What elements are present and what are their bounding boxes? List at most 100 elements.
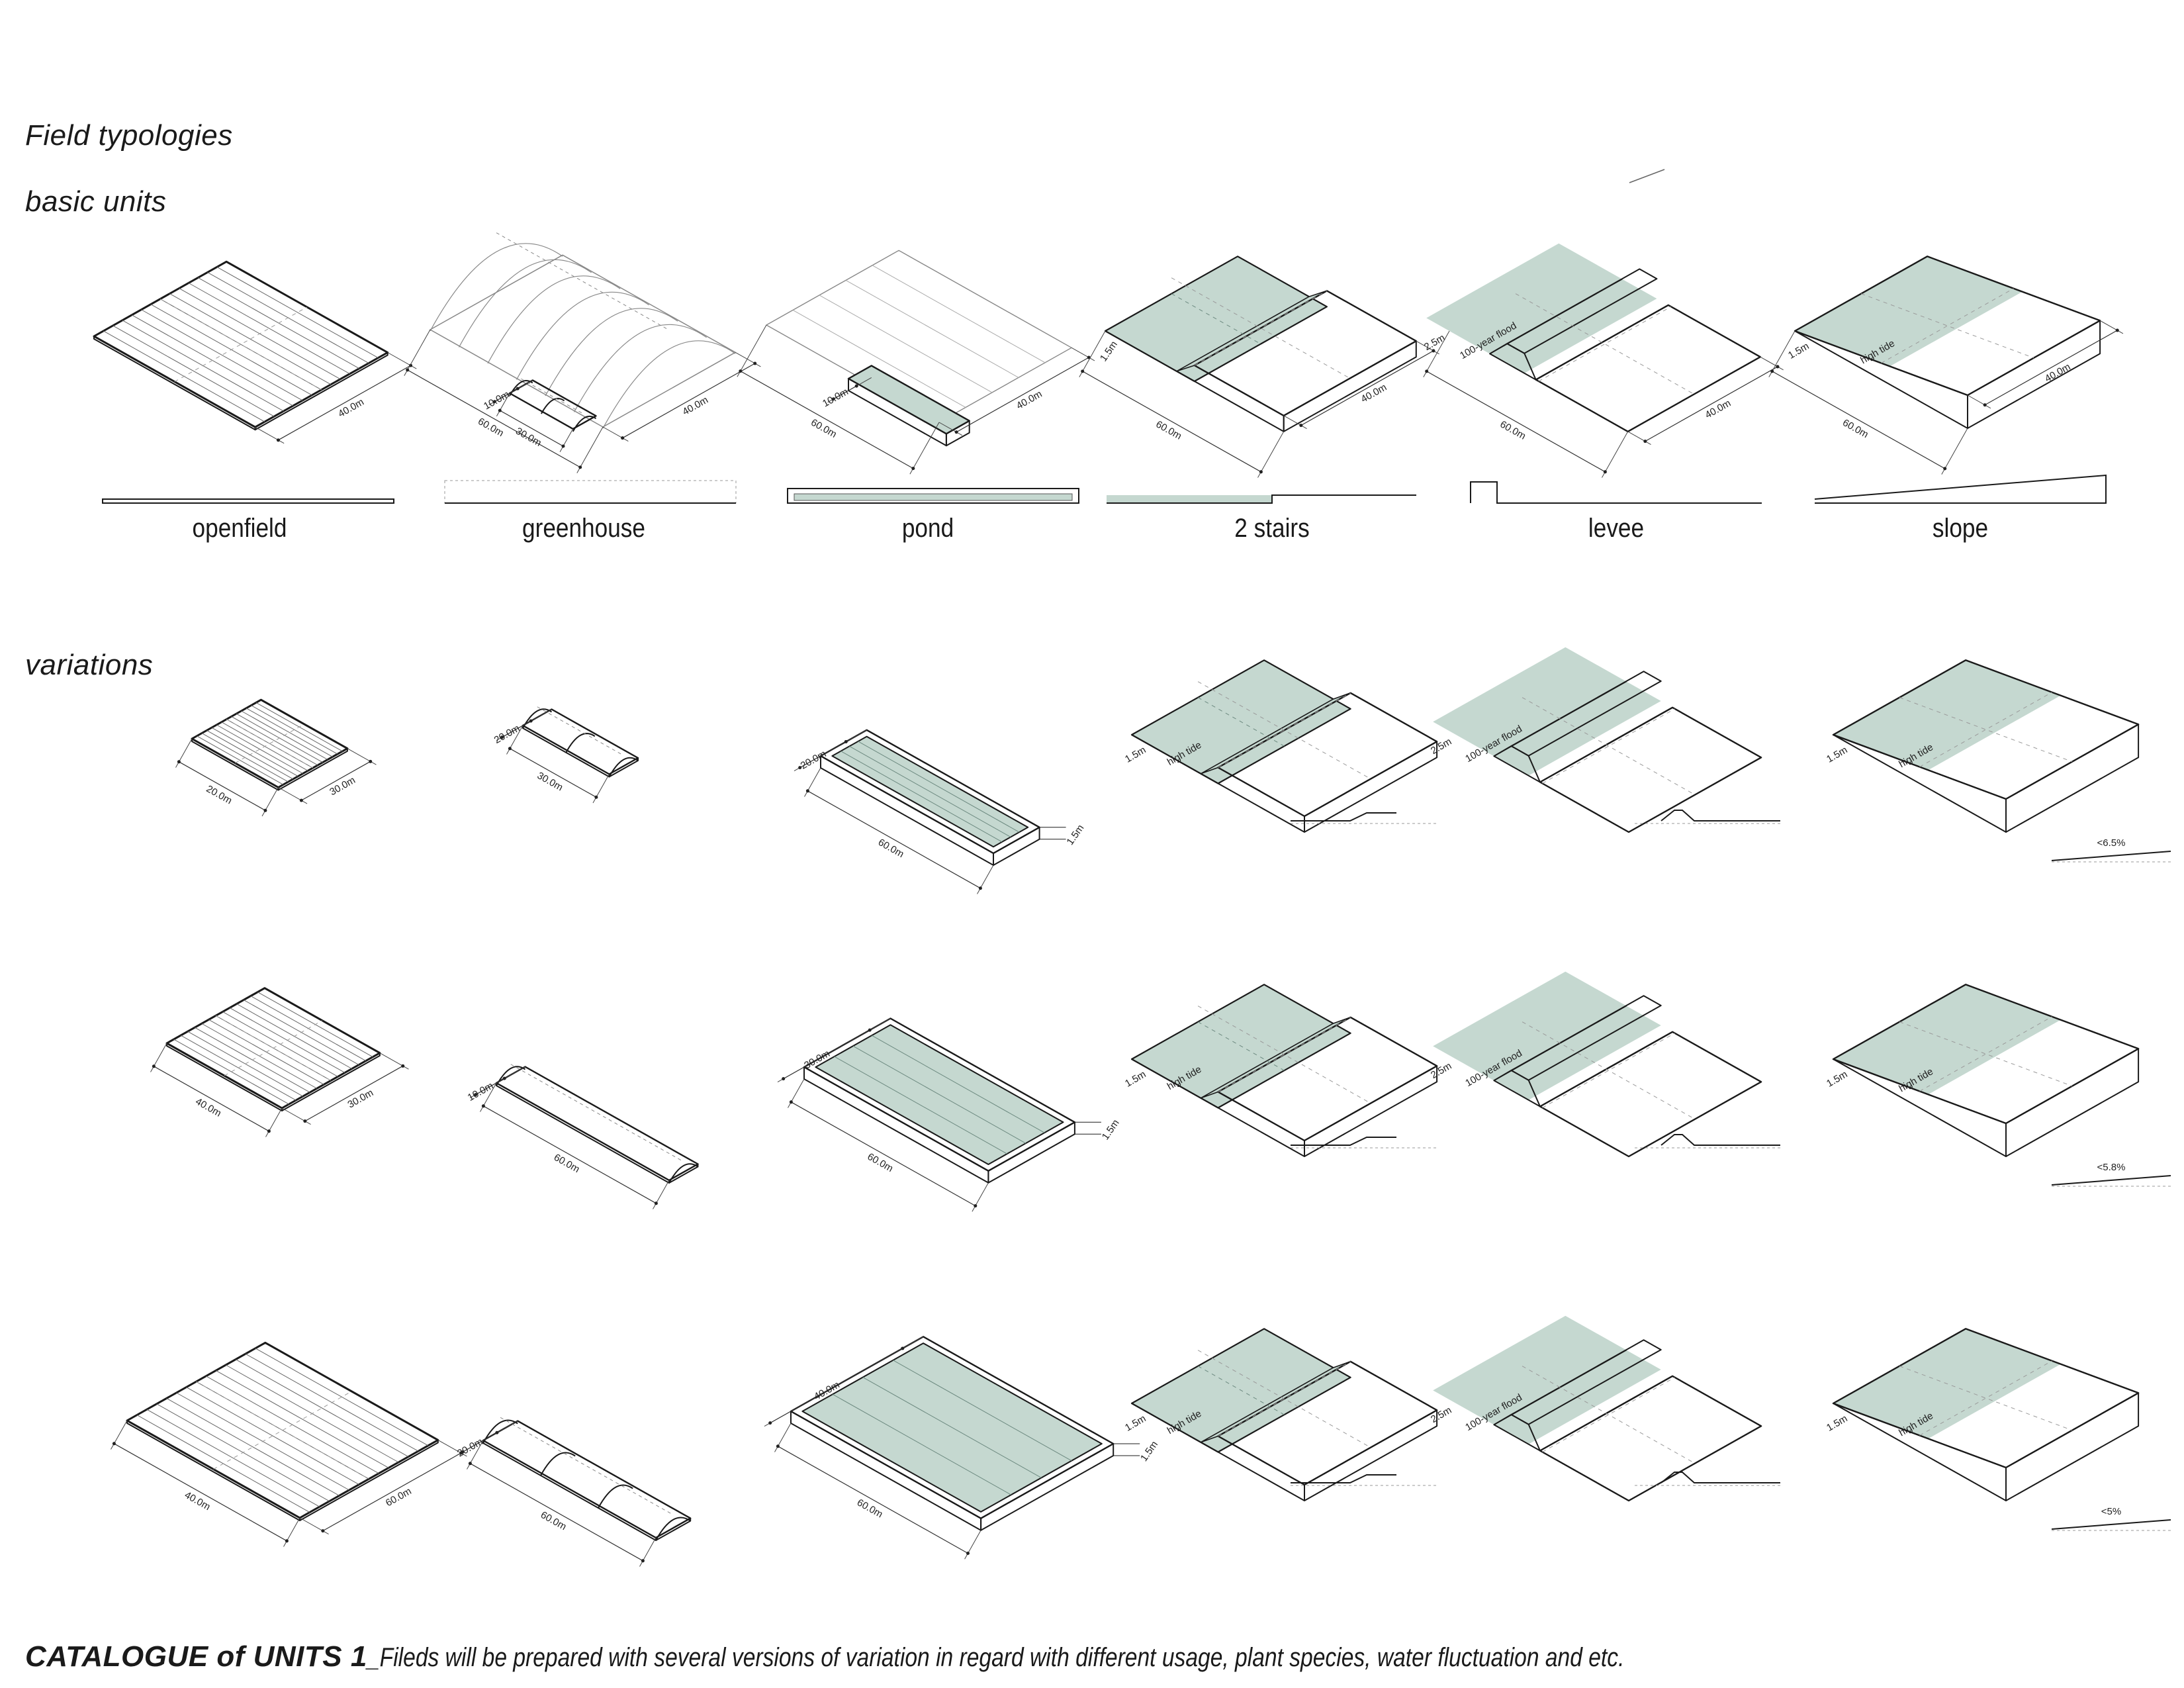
var2-dim-b: 60.0m — [866, 1151, 895, 1174]
var1-dim-b: 30.0m — [535, 770, 565, 793]
var2-dim-b: 30.0m — [345, 1087, 375, 1110]
var1-dim-a: 20.0m — [205, 783, 234, 806]
var1-levee-section — [1635, 810, 1780, 824]
side-face — [299, 1439, 439, 1521]
arch — [430, 243, 563, 332]
top-face — [482, 1420, 692, 1539]
side-face — [668, 1163, 699, 1184]
var2-dim-b: 60.0m — [552, 1152, 582, 1175]
arch — [545, 308, 678, 397]
label-levee: levee — [1588, 514, 1645, 543]
arch — [565, 733, 596, 753]
basic-stairs-dim-60: 60.0m — [1154, 418, 1184, 442]
section-stairs — [1107, 495, 1272, 503]
label-openfield: openfield — [192, 514, 287, 543]
label-slope: slope — [1932, 514, 1989, 543]
featured-pond — [847, 365, 970, 435]
featured-greenhouse — [508, 379, 597, 430]
var3-dim-depth: 1.5m — [1123, 1413, 1148, 1433]
arch — [487, 275, 621, 364]
var1-dim-depth: 1.5m — [1825, 744, 1849, 765]
flood-zone — [1433, 1315, 1661, 1444]
basic-gh-dim-10: 10.0m — [482, 389, 512, 412]
basic-dim-width: 40.0m — [336, 397, 366, 420]
var2-dim-depth: 1.5m — [1825, 1068, 1849, 1089]
arch — [608, 757, 639, 777]
var1-dim-b: 60.0m — [876, 837, 906, 860]
var1-dim-a: 20.0m — [492, 723, 522, 746]
stray-mark — [1629, 169, 1665, 183]
arch — [458, 259, 592, 348]
var1-dim-depth: 1.5m — [1064, 823, 1086, 847]
arch — [482, 1419, 518, 1444]
caption-text: _Fileds will be prepared with several ve… — [367, 1643, 1625, 1672]
label-greenhouse: greenhouse — [522, 514, 645, 543]
arch — [602, 340, 736, 429]
var2-levee-section — [1635, 1134, 1780, 1149]
front-face — [522, 725, 610, 778]
flood-zone — [1433, 971, 1661, 1100]
basic-dim-depth: 1.5m — [1786, 340, 1811, 361]
basic-gh-dim-40: 40.0m — [680, 395, 710, 418]
var2-dim-a: 40.0m — [193, 1096, 223, 1119]
arch — [516, 291, 649, 380]
basic-pond-dim-10: 10.0m — [821, 386, 850, 409]
arch — [598, 1484, 633, 1509]
section-heading-basic-units: basic units — [25, 185, 167, 218]
field-surface — [1539, 1031, 1762, 1158]
var2-dim-depth: 1.5m — [1100, 1117, 1122, 1142]
arch — [655, 1517, 691, 1541]
arch — [572, 415, 597, 432]
basic-gh-dim-60: 60.0m — [476, 416, 506, 439]
var1-stairs-section — [1291, 812, 1436, 824]
var3-levee-section — [1635, 1472, 1780, 1486]
var3-dim-b: 60.0m — [384, 1485, 414, 1509]
var1-gradient: <6.5% — [2097, 837, 2126, 849]
basic-gh-dim-30: 30.0m — [514, 426, 543, 449]
basic-slope-dim-40: 40.0m — [2043, 361, 2073, 385]
front-face — [166, 1043, 283, 1111]
var3-slope-section: <5% — [2051, 1506, 2171, 1531]
arch — [509, 380, 533, 397]
basic-pond-depth: 1.5m — [1098, 339, 1120, 363]
section-slope — [1814, 474, 2107, 504]
var3-gradient: <5% — [2101, 1506, 2121, 1517]
catalogue-caption: CATALOGUE of UNITS 1_Fileds will be prep… — [25, 1640, 1864, 1673]
arch — [573, 324, 707, 412]
var3-dim-depth: 1.5m — [1138, 1439, 1160, 1464]
var3-dim-b: 60.0m — [855, 1497, 885, 1520]
field-surface — [1539, 1375, 1762, 1502]
label-2-stairs: 2 stairs — [1234, 514, 1310, 543]
section-openfield — [102, 498, 394, 504]
arch — [668, 1163, 699, 1184]
arch — [541, 398, 565, 414]
basic-sections — [102, 474, 2107, 504]
side-face — [254, 352, 388, 431]
caption-title: CATALOGUE of UNITS 1 — [25, 1640, 367, 1673]
section-profiles: <6.5% <5.8% <5% — [102, 474, 2171, 1531]
var2-gradient: <5.8% — [2097, 1162, 2126, 1173]
flood-zone — [1433, 647, 1661, 776]
basic-levee-dim-40: 40.0m — [1704, 398, 1733, 421]
page-title: Field typologies — [25, 119, 233, 152]
basic-levee-dim-60: 60.0m — [1498, 418, 1528, 442]
var1-slope-section: <6.5% — [2051, 837, 2171, 863]
